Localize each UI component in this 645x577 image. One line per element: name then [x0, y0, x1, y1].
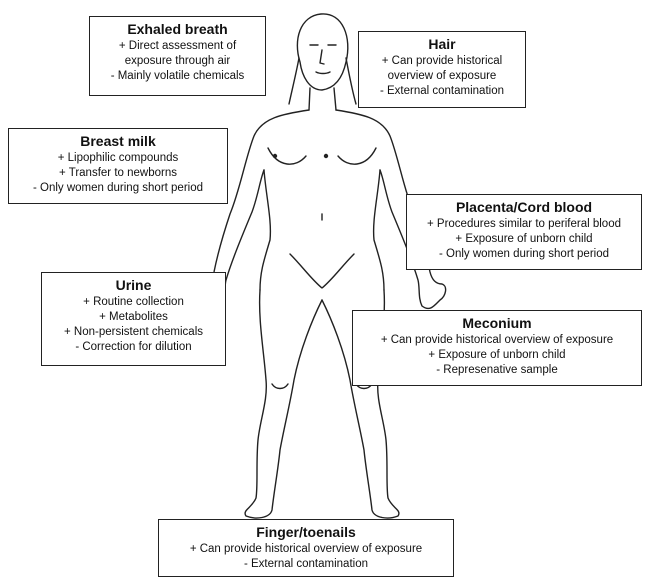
box-exhaled-breath: Exhaled breath + Direct assessment of ex…: [89, 16, 266, 96]
knee-left: [272, 384, 288, 389]
box-line: exposure through air: [96, 54, 259, 69]
nipple-left: [274, 155, 277, 158]
box-line: + Can provide historical overview of exp…: [165, 542, 447, 557]
box-title: Finger/toenails: [165, 524, 447, 541]
box-line: + Metabolites: [48, 310, 219, 325]
box-title: Urine: [48, 277, 219, 294]
box-title: Meconium: [359, 315, 635, 332]
box-line: - External contamination: [165, 557, 447, 572]
box-urine: Urine + Routine collection + Metabolites…: [41, 272, 226, 366]
box-finger-toenails: Finger/toenails + Can provide historical…: [158, 519, 454, 577]
box-line: - Correction for dilution: [48, 340, 219, 355]
box-line: - Mainly volatile chemicals: [96, 69, 259, 84]
box-hair: Hair + Can provide historical overview o…: [358, 31, 526, 108]
box-breast-milk: Breast milk + Lipophilic compounds + Tra…: [8, 128, 228, 204]
head-outline: [297, 14, 347, 90]
box-line: + Exposure of unborn child: [413, 232, 635, 247]
torso-outline: [260, 170, 384, 290]
box-line: - Only women during short period: [413, 247, 635, 262]
box-meconium: Meconium + Can provide historical overvi…: [352, 310, 642, 386]
box-line: + Non-persistent chemicals: [48, 325, 219, 340]
box-line: - Represenative sample: [359, 363, 635, 378]
box-title: Hair: [365, 36, 519, 53]
box-line: - External contamination: [365, 84, 519, 99]
groin-outline: [290, 254, 354, 288]
box-line: - Only women during short period: [15, 181, 221, 196]
left-leg-outline: [245, 290, 322, 518]
chest-outline: [268, 148, 376, 164]
box-line: + Direct assessment of: [96, 39, 259, 54]
box-line: overview of exposure: [365, 69, 519, 84]
box-line: + Routine collection: [48, 295, 219, 310]
box-line: + Procedures similar to periferal blood: [413, 217, 635, 232]
box-title: Breast milk: [15, 133, 221, 150]
box-line: + Can provide historical: [365, 54, 519, 69]
box-title: Placenta/Cord blood: [413, 199, 635, 216]
box-line: + Exposure of unborn child: [359, 348, 635, 363]
neck-outline: [309, 88, 336, 110]
face-features: [310, 45, 336, 74]
box-line: + Transfer to newborns: [15, 166, 221, 181]
box-title: Exhaled breath: [96, 21, 259, 38]
nipple-right: [325, 155, 328, 158]
box-line: + Lipophilic compounds: [15, 151, 221, 166]
box-placenta-cord-blood: Placenta/Cord blood + Procedures similar…: [406, 194, 642, 270]
box-line: + Can provide historical overview of exp…: [359, 333, 635, 348]
